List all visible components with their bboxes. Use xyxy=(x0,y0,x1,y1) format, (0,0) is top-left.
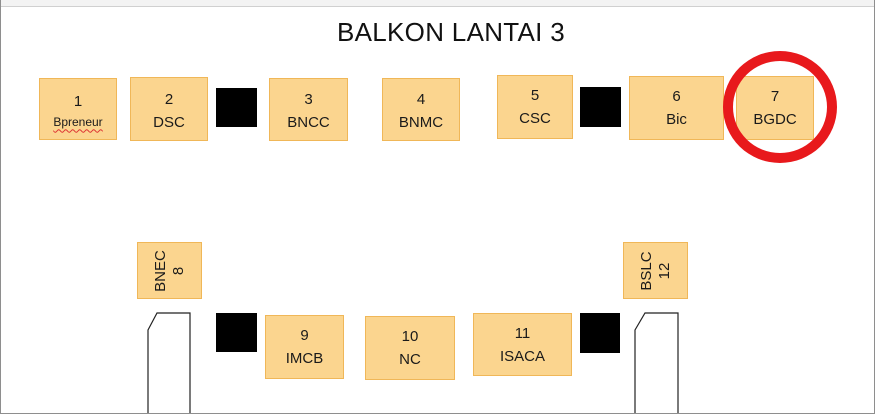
pillar-4 xyxy=(580,313,620,353)
booth-10-name: NC xyxy=(399,351,421,369)
highlight-circle xyxy=(723,51,837,163)
booth-3[interactable]: 3 BNCC xyxy=(269,78,348,141)
booth-4-number: 4 xyxy=(416,91,426,108)
booth-2-name: DSC xyxy=(153,114,185,132)
booth-6-name: Bic xyxy=(666,111,687,129)
booth-5-name: CSC xyxy=(519,110,551,128)
booth-1-number: 1 xyxy=(73,93,83,110)
booth-11-name: ISACA xyxy=(499,348,545,366)
booth-1[interactable]: 1 Bpreneur xyxy=(39,78,117,140)
booth-9-name: IMCB xyxy=(285,350,324,368)
pillar-3 xyxy=(216,313,257,352)
booth-11-number: 11 xyxy=(514,325,531,342)
booth-12[interactable]: BSLC 12 xyxy=(623,242,688,299)
booth-5-number: 5 xyxy=(530,87,540,104)
top-strip xyxy=(1,0,874,7)
booth-1-name: Bpreneur xyxy=(53,115,103,130)
booth-6-number: 6 xyxy=(672,88,681,105)
booth-2-number: 2 xyxy=(164,91,174,108)
booth-10-number: 10 xyxy=(401,328,419,345)
left-railing xyxy=(147,312,191,413)
booth-3-name: BNCC xyxy=(287,114,330,132)
booth-10[interactable]: 10 NC xyxy=(365,316,455,380)
booth-2[interactable]: 2 DSC xyxy=(130,77,208,141)
pillar-1 xyxy=(216,88,257,127)
booth-11[interactable]: 11 ISACA xyxy=(473,313,572,376)
booth-8[interactable]: BNEC 8 xyxy=(137,242,202,299)
booth-9[interactable]: 9 IMCB xyxy=(265,315,344,379)
booth-4[interactable]: 4 BNMC xyxy=(382,78,460,141)
floor-plan-title: BALKON LANTAI 3 xyxy=(337,17,565,47)
booth-5[interactable]: 5 CSC xyxy=(497,75,573,139)
booth-3-number: 3 xyxy=(304,91,313,108)
pillar-2 xyxy=(580,87,621,127)
right-railing xyxy=(634,312,679,413)
booth-4-name: BNMC xyxy=(398,114,444,132)
booth-9-number: 9 xyxy=(300,327,309,344)
